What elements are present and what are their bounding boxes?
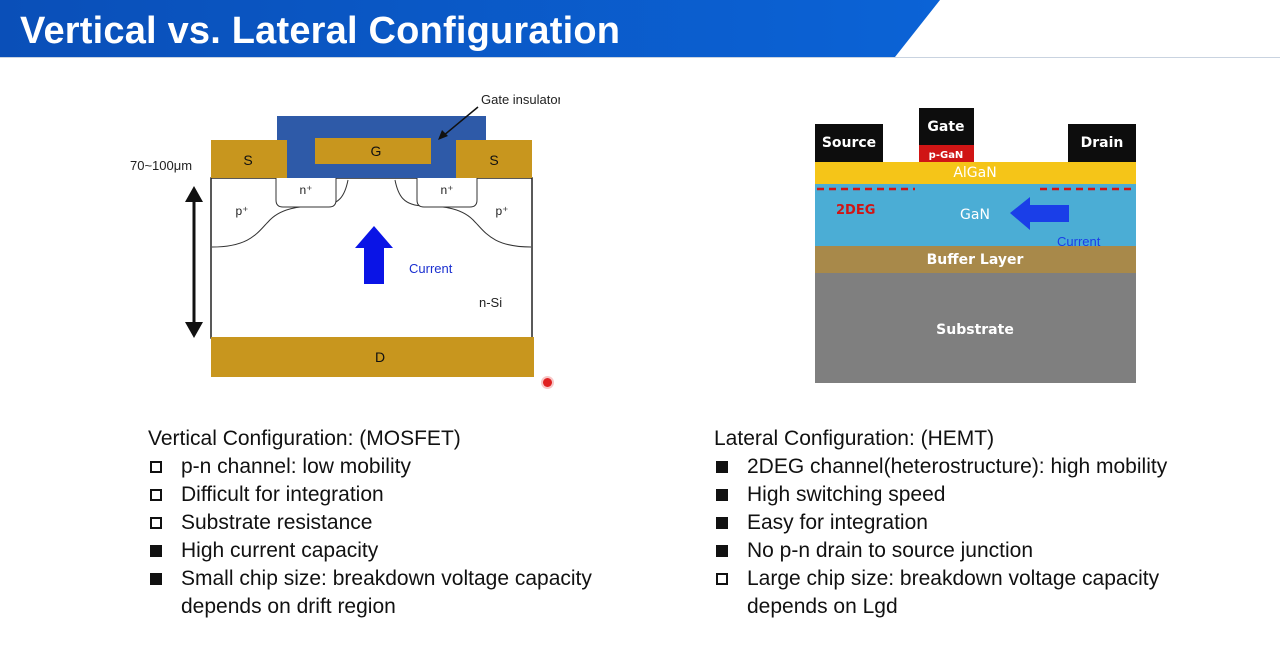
list-item-text: 2DEG channel(heterostructure): high mobi… <box>747 455 1168 478</box>
title-banner <box>0 0 1280 58</box>
slide-title: Vertical vs. Lateral Configuration <box>20 10 621 52</box>
substrate-layer <box>815 272 1136 383</box>
filled-square-bullet-icon <box>716 461 728 473</box>
list-item-text: High switching speed <box>747 483 946 506</box>
list-item-text: Easy for integration <box>747 511 928 534</box>
list-item: High switching speed <box>714 481 1254 509</box>
source-contact <box>815 124 883 162</box>
buffer-layer-label: Buffer Layer <box>927 252 1024 268</box>
source-right-label: S <box>489 152 498 168</box>
mosfet-diagram: Gate insulator 70~100μm S S G D n⁺ n⁺ p⁺… <box>130 92 560 377</box>
list-item-text: Large chip size: breakdown voltage capac… <box>747 567 1160 590</box>
open-square-bullet-icon <box>150 461 162 473</box>
gate-label: G <box>371 143 382 159</box>
p-well-boundary <box>211 179 349 248</box>
list-item: Substrate resistance <box>148 509 668 537</box>
gate-insulator-label: Gate insulator <box>481 92 560 107</box>
source-left-label: S <box>243 152 252 168</box>
p-gan-layer <box>919 145 974 162</box>
buffer-layer <box>815 245 1136 273</box>
n-si-label: n-Si <box>479 295 502 310</box>
gan-label: GaN <box>960 207 990 223</box>
source-label: Source <box>822 135 876 151</box>
p-gan-label: p-GaN <box>929 150 964 161</box>
filled-square-bullet-icon <box>716 545 728 557</box>
source-left-pad <box>211 140 287 178</box>
source-right-pad <box>456 140 532 178</box>
n-plus-right-region <box>416 178 478 208</box>
algan-layer <box>815 162 1136 184</box>
dimension-label: 70~100μm <box>130 158 192 173</box>
list-item-text: No p-n drain to source junction <box>747 539 1033 562</box>
list-item: No p-n drain to source junction <box>714 537 1254 565</box>
hemt-diagram: Source Drain Gate p-GaN AlGaN 2DEG GaN C… <box>815 108 1136 383</box>
list-item-text: p-n channel: low mobility <box>181 455 411 478</box>
n-plus-right-label: n⁺ <box>440 183 453 197</box>
list-item-text: Small chip size: breakdown voltage capac… <box>181 567 592 590</box>
lateral-config-list: Lateral Configuration: (HEMT) 2DEG chann… <box>714 425 1254 621</box>
current-arrow-left <box>1010 197 1069 230</box>
drain-label: D <box>375 349 385 365</box>
n-plus-left-region <box>275 178 337 208</box>
list-item-continuation: depends on Lgd <box>747 595 898 618</box>
list-item: Easy for integration <box>714 509 1254 537</box>
list-item-text: Difficult for integration <box>181 483 384 506</box>
p-plus-right-label: p⁺ <box>495 204 508 218</box>
open-square-bullet-icon <box>716 573 728 585</box>
list-item: High current capacity <box>148 537 668 565</box>
current-label-lateral: Current <box>1057 234 1101 249</box>
gate-contact <box>919 108 974 146</box>
drain-contact <box>1068 124 1136 162</box>
gate-pad <box>315 138 431 164</box>
vertical-config-heading: Vertical Configuration: (MOSFET) <box>148 427 461 450</box>
list-item: p-n channel: low mobility <box>148 453 668 481</box>
vertical-config-list: Vertical Configuration: (MOSFET) p-n cha… <box>148 425 668 621</box>
filled-square-bullet-icon <box>716 517 728 529</box>
list-item-text: High current capacity <box>181 539 379 562</box>
gate-insulator-pointer <box>442 106 479 137</box>
drain-pad <box>211 337 534 377</box>
n-plus-left-label: n⁺ <box>299 183 312 197</box>
list-item: Large chip size: breakdown voltage capac… <box>714 565 1254 621</box>
substrate-label: Substrate <box>936 322 1014 338</box>
list-item: 2DEG channel(heterostructure): high mobi… <box>714 453 1254 481</box>
list-item-text: Substrate resistance <box>181 511 373 534</box>
p-plus-left-label: p⁺ <box>235 204 248 218</box>
lateral-config-heading: Lateral Configuration: (HEMT) <box>714 427 995 450</box>
open-square-bullet-icon <box>150 489 162 501</box>
gate-label: Gate <box>927 119 964 135</box>
list-item-continuation: depends on drift region <box>181 595 396 618</box>
list-item: Small chip size: breakdown voltage capac… <box>148 565 668 621</box>
current-arrow-up <box>355 226 393 284</box>
gan-layer <box>815 183 1136 246</box>
current-label-vertical: Current <box>409 261 453 276</box>
2deg-label: 2DEG <box>836 203 875 218</box>
laser-pointer-dot <box>543 378 552 387</box>
filled-square-bullet-icon <box>150 545 162 557</box>
list-item: Difficult for integration <box>148 481 668 509</box>
filled-square-bullet-icon <box>150 573 162 585</box>
filled-square-bullet-icon <box>716 489 728 501</box>
drain-label: Drain <box>1081 135 1124 151</box>
open-square-bullet-icon <box>150 517 162 529</box>
algan-label: AlGaN <box>953 165 996 181</box>
